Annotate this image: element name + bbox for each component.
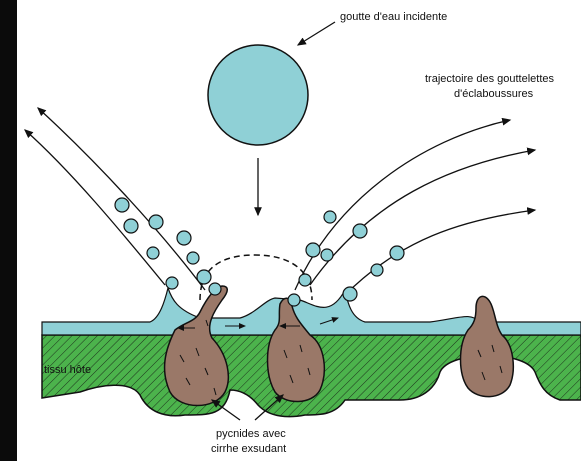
pycnidia-label-line1: pycnides avec (216, 428, 286, 440)
water-film (42, 288, 581, 335)
pycnidia-label-line2: cirrhe exsudant (211, 443, 286, 455)
splash-trajectory-label-line2: d'éclaboussures (454, 88, 534, 100)
incident-drop (208, 45, 308, 145)
host-tissue-label: tissu hôte (44, 364, 91, 376)
incident-drop-label: goutte d'eau incidente (340, 11, 447, 23)
splash-trajectory-label-line1: trajectoire des gouttelettes (425, 73, 555, 85)
pycnidium-right (461, 296, 514, 396)
incident-label-leader (298, 22, 335, 45)
splash-droplets (115, 198, 404, 306)
